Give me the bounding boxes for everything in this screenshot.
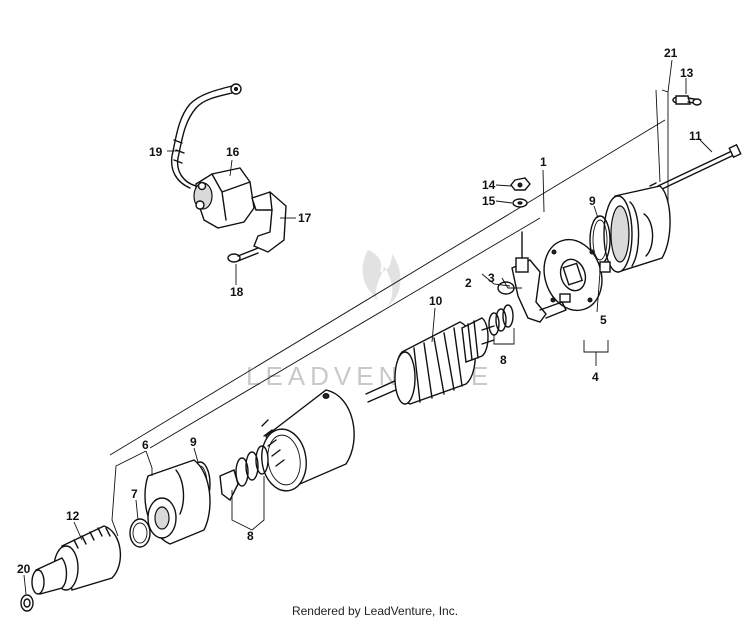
callout-19: 19 [149,145,163,159]
callout-14: 14 [482,178,496,192]
callout-9-rear: 9 [589,194,596,208]
callout-18: 18 [230,285,244,299]
callout-15: 15 [482,194,496,208]
footer-credit: Rendered by LeadVenture, Inc. [291,604,459,618]
callout-4: 4 [592,370,599,384]
callout-labels: 1 2 3 4 5 6 7 8 8 9 9 10 11 12 13 14 15 … [17,46,702,576]
callout-13: 13 [680,66,694,80]
o-ring [129,518,151,548]
callout-2: 2 [465,276,472,290]
drive-pinion [31,525,122,595]
armature [365,317,495,405]
callout-21: 21 [664,46,678,60]
bracket-bolt [227,247,259,263]
through-bolt [649,143,742,191]
callout-8-rear: 8 [500,353,507,367]
callout-8-front: 8 [247,529,254,543]
yoke-housing [261,389,355,492]
callout-9-front: 9 [190,435,197,449]
callout-5: 5 [600,313,607,327]
brush-holder [497,231,567,323]
wiring-harness [170,83,242,189]
assembly-axis-line [109,119,666,456]
pinion-stop-washer [20,594,34,612]
terminal-nut [510,177,531,191]
armature-washers-rear [488,304,514,336]
drive-end-housing [144,459,211,545]
starter-solenoid [193,167,255,229]
callout-20: 20 [17,562,31,576]
assembly-leader-line [149,217,541,449]
callout-10: 10 [429,294,443,308]
brush-plate [543,238,611,312]
retaining-clip [219,469,239,502]
callout-7: 7 [131,487,138,501]
mounting-bolt [672,95,702,106]
callout-6: 6 [142,438,149,452]
terminal-washer [512,198,528,208]
callout-1: 1 [540,155,547,169]
callout-16: 16 [226,145,240,159]
callout-3: 3 [488,271,495,285]
callout-leaders [23,59,713,595]
solenoid-bracket [251,191,287,253]
callout-11: 11 [689,129,702,143]
callout-17: 17 [298,211,312,225]
rear-end-cover [603,185,671,273]
callout-12: 12 [66,509,80,523]
armature-washers-front [235,445,269,487]
